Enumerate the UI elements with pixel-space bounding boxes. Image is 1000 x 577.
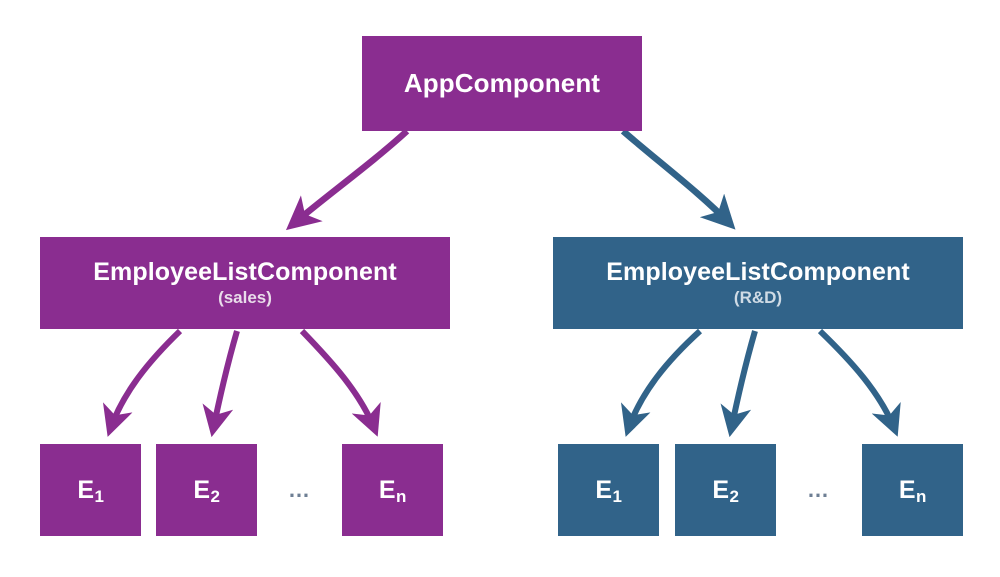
sales-leaves-ellipsis: … xyxy=(288,477,312,502)
employee-letter: E xyxy=(898,475,916,504)
employee-index: 1 xyxy=(612,487,622,507)
node-sales-employee-2-label: E2 xyxy=(193,475,220,507)
employee-letter: E xyxy=(193,475,211,504)
edge-sales-to-en xyxy=(299,328,381,437)
employee-letter: E xyxy=(712,475,730,504)
employee-index: 2 xyxy=(729,487,739,507)
node-rnd-employee-1[interactable]: E1 xyxy=(558,444,659,536)
node-employee-list-rnd-label: EmployeeListComponent xyxy=(606,258,910,287)
node-employee-list-rnd-subtitle: (R&D) xyxy=(733,287,783,307)
node-rnd-employee-n[interactable]: En xyxy=(862,444,963,536)
node-app-component[interactable]: AppComponent xyxy=(362,36,642,131)
node-sales-employee-n-label: En xyxy=(378,475,407,507)
node-rnd-employee-2-label: E2 xyxy=(712,475,739,507)
edge-rnd-to-e1 xyxy=(620,328,703,437)
node-employee-list-sales-subtitle: (sales) xyxy=(218,287,272,307)
node-rnd-employee-n-label: En xyxy=(898,475,927,507)
edge-root-to-sales xyxy=(285,128,410,231)
node-sales-employee-1[interactable]: E1 xyxy=(40,444,141,536)
node-sales-employee-n[interactable]: En xyxy=(342,444,443,536)
node-employee-list-sales[interactable]: EmployeeListComponent (sales) xyxy=(40,237,450,329)
employee-letter: E xyxy=(595,475,613,504)
employee-index: n xyxy=(395,487,407,507)
node-sales-employee-2[interactable]: E2 xyxy=(156,444,257,536)
edge-rnd-to-e2 xyxy=(720,330,758,438)
node-app-component-label: AppComponent xyxy=(403,67,601,98)
edge-sales-to-e2 xyxy=(202,330,240,438)
employee-letter: E xyxy=(378,475,396,504)
edge-sales-to-e1 xyxy=(102,328,183,437)
node-employee-list-rnd[interactable]: EmployeeListComponent (R&D) xyxy=(553,237,963,329)
node-rnd-employee-1-label: E1 xyxy=(595,475,622,507)
edge-rnd-to-en xyxy=(817,328,901,437)
employee-index: n xyxy=(915,487,927,507)
employee-letter: E xyxy=(77,475,95,504)
node-employee-list-sales-label: EmployeeListComponent xyxy=(93,258,397,287)
employee-index: 2 xyxy=(210,487,220,507)
node-rnd-employee-2[interactable]: E2 xyxy=(675,444,776,536)
edge-root-to-rnd xyxy=(620,128,736,230)
rnd-leaves-ellipsis: … xyxy=(807,477,831,502)
node-sales-employee-1-label: E1 xyxy=(77,475,104,507)
employee-index: 1 xyxy=(94,487,104,507)
